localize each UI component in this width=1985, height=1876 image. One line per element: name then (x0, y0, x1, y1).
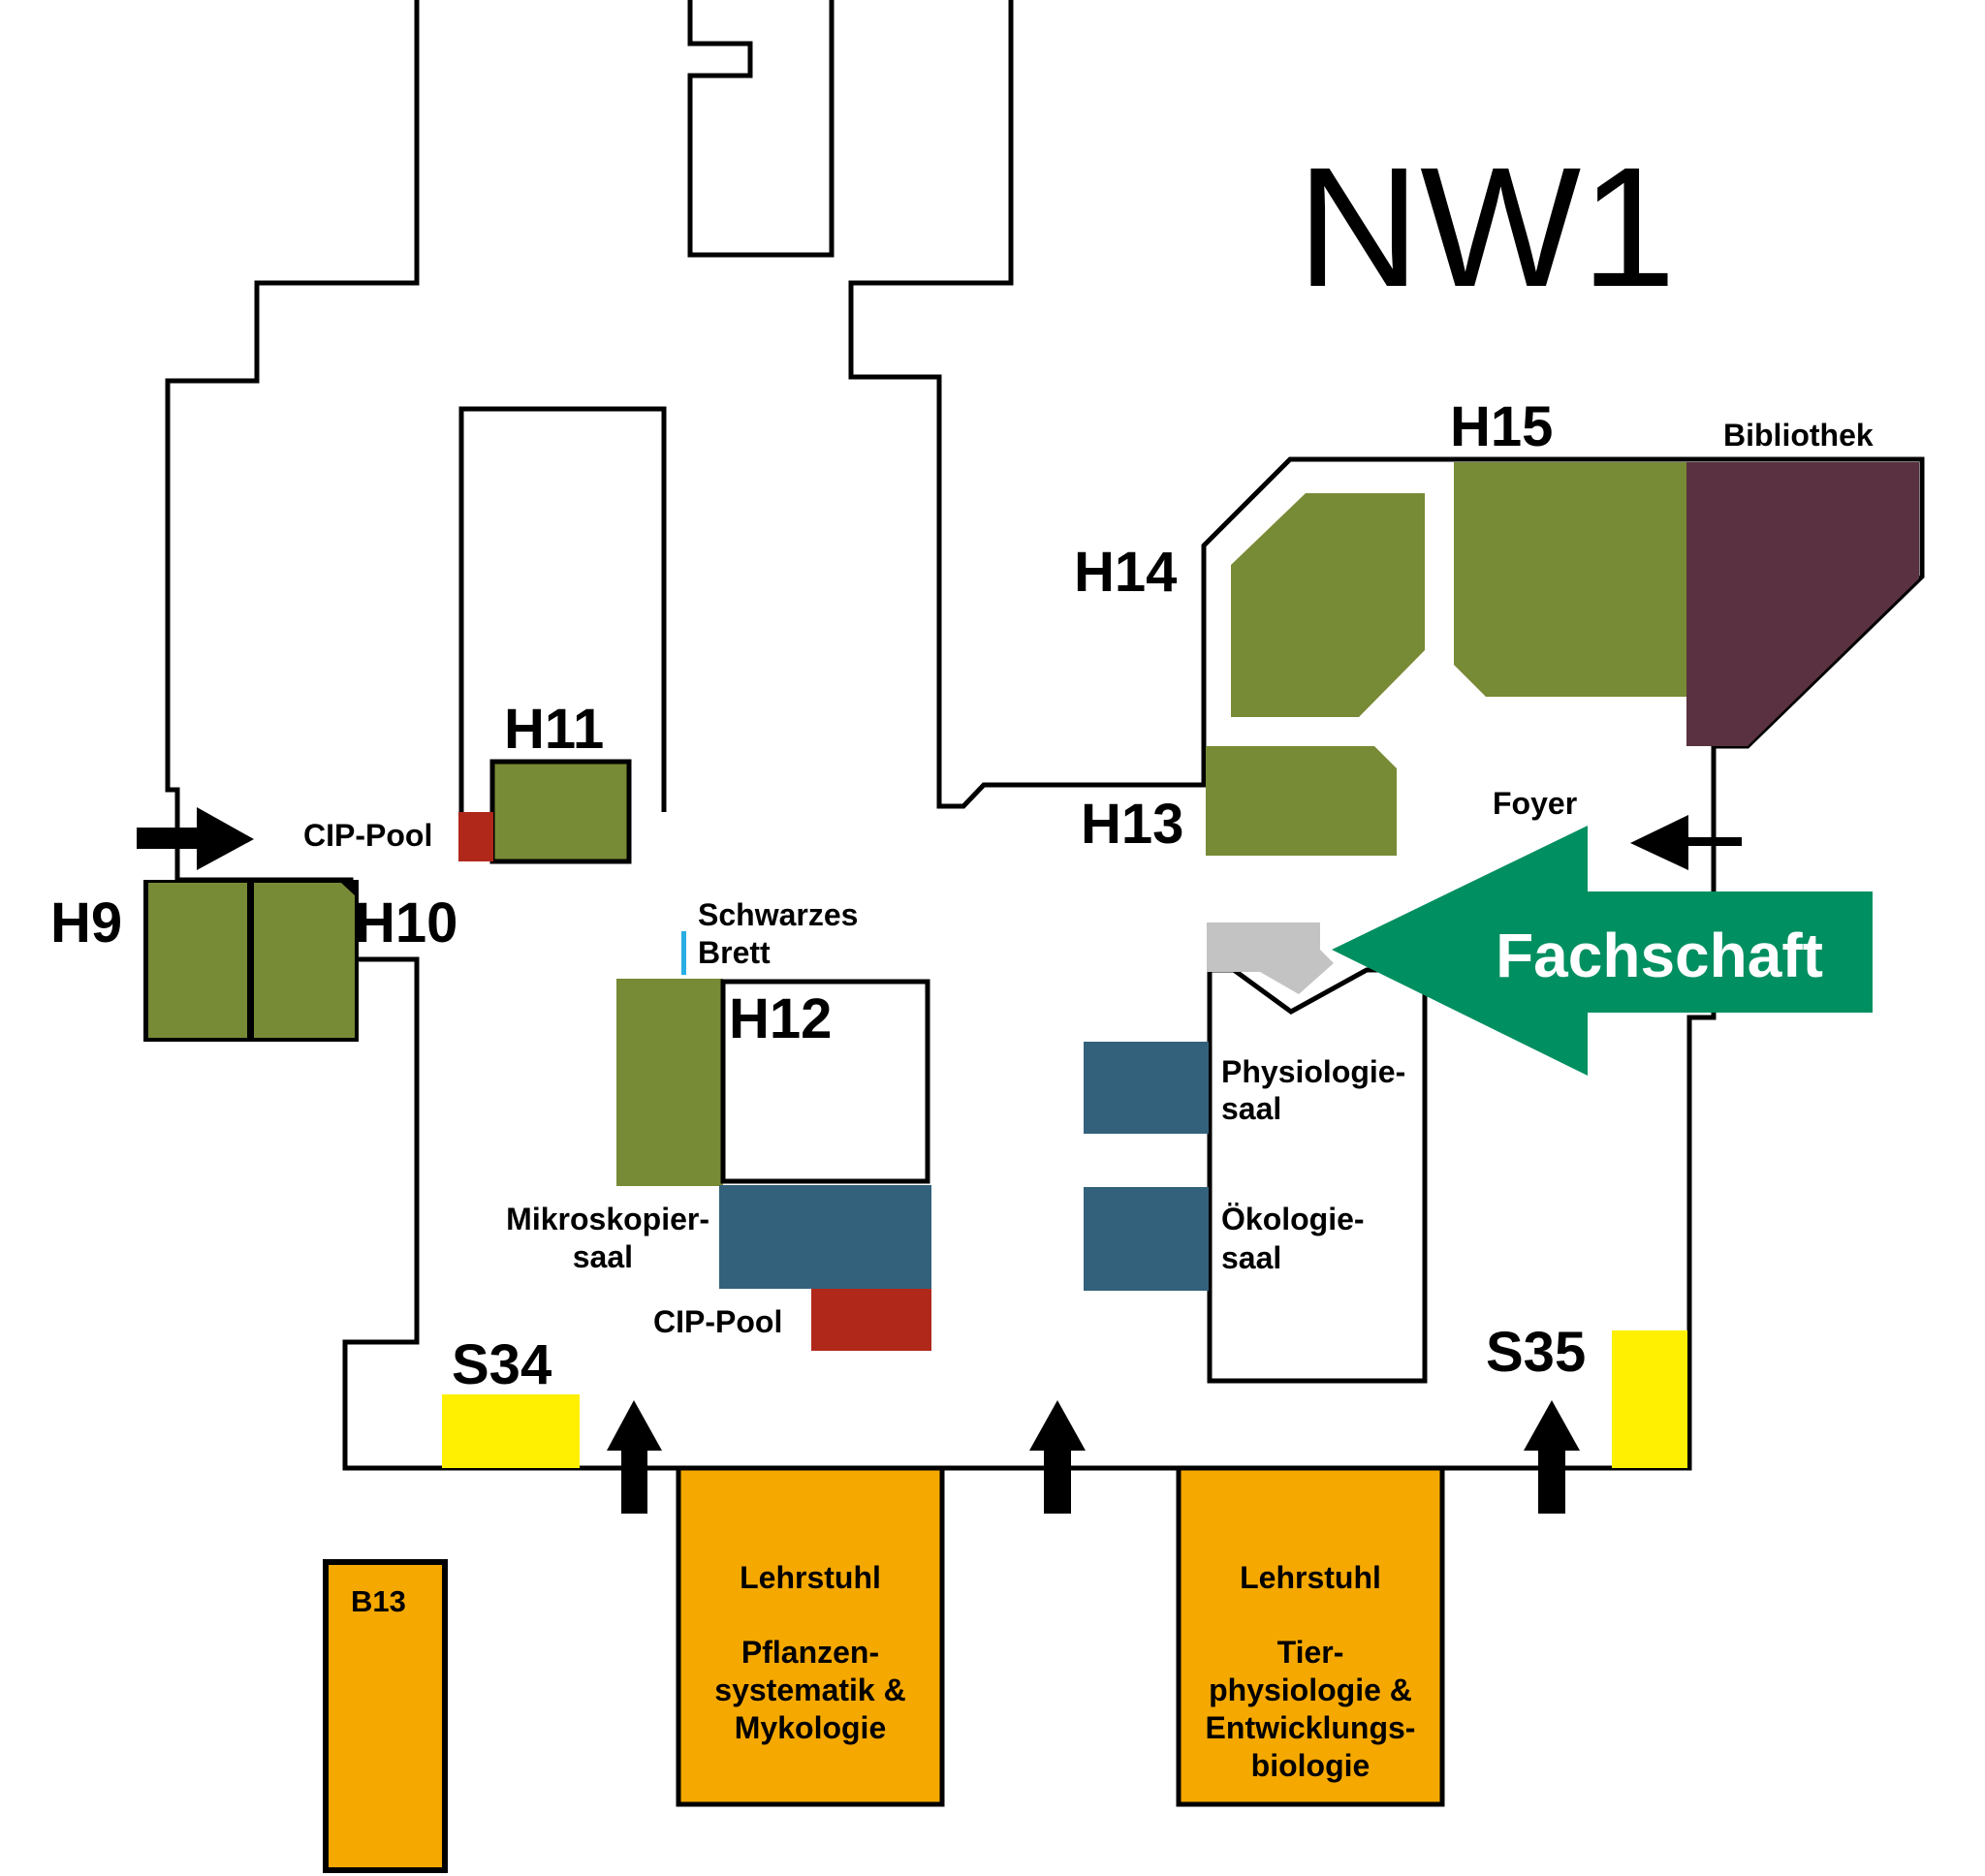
label-h10: H10 (355, 891, 457, 954)
label-cip-pool-top: CIP-Pool (303, 818, 432, 853)
label-h11: H11 (504, 698, 604, 761)
label-b13: B13 (351, 1584, 406, 1618)
chair-left-line-2: Pflanzen- (741, 1635, 879, 1670)
oekologiesaal[interactable] (1084, 1187, 1209, 1291)
entrance-arrow-icon (1524, 1400, 1580, 1514)
room-h11[interactable] (489, 759, 632, 864)
room-h9-h10[interactable] (143, 880, 359, 1042)
fachschaft-arrow[interactable] (1332, 826, 1873, 1076)
fachschaft-label[interactable]: Fachschaft (1496, 921, 1823, 990)
room-h13[interactable] (1206, 746, 1397, 856)
label-h13: H13 (1081, 793, 1183, 856)
chair-right-line-2: Tier- (1277, 1635, 1344, 1670)
entrance-arrow-icon (1630, 815, 1742, 870)
building-title: NW1 (1297, 133, 1676, 323)
seminar-s35[interactable] (1612, 1330, 1687, 1468)
label-bibliothek: Bibliothek (1723, 418, 1874, 453)
label-h15: H15 (1450, 395, 1553, 458)
h11-wing-wall (458, 406, 667, 812)
label-mikroskopiersaal-1: Mikroskopier- (506, 1202, 709, 1236)
label-h9: H9 (50, 891, 122, 954)
chair-left-line-1: Lehrstuhl (740, 1560, 881, 1595)
label-schwarzes-brett-1: Schwarzes (698, 897, 858, 932)
label-cip-pool-bottom: CIP-Pool (653, 1304, 782, 1339)
label-schwarzes-brett-2: Brett (698, 935, 771, 970)
cip-pool-top[interactable] (458, 812, 493, 861)
entrance-arrow-icon (607, 1400, 662, 1514)
chair-left-line-4: Mykologie (735, 1710, 886, 1745)
chair-right-line-3: physiologie & (1209, 1673, 1412, 1707)
entrance-arrow-icon (137, 807, 254, 870)
chair-right-line-5: biologie (1251, 1748, 1371, 1783)
chair-pflanzensystematik[interactable] (676, 1465, 945, 1807)
label-oekologiesaal-2: saal (1221, 1240, 1281, 1275)
info-desk (1207, 922, 1334, 994)
schwarzes-brett (681, 931, 686, 975)
label-h14: H14 (1074, 541, 1177, 604)
label-mikroskopiersaal-2: saal (573, 1239, 633, 1274)
label-physiologiesaal-2: saal (1221, 1091, 1281, 1126)
room-h14[interactable] (1231, 493, 1425, 717)
chair-tierphysiologie[interactable] (1176, 1465, 1445, 1807)
annex-wall (687, 0, 835, 258)
label-foyer: Foyer (1493, 786, 1577, 821)
physiologie-block (1207, 967, 1428, 1384)
label-s35: S35 (1486, 1321, 1586, 1384)
seminar-s34[interactable] (442, 1394, 580, 1468)
cip-pool-bottom[interactable] (811, 1289, 931, 1351)
room-h10[interactable] (254, 883, 355, 1038)
chair-right-line-4: Entwicklungs- (1206, 1710, 1416, 1745)
label-oekologiesaal-1: Ökologie- (1221, 1202, 1365, 1236)
building-b13[interactable] (323, 1559, 448, 1873)
bibliothek[interactable] (1686, 462, 1919, 746)
label-h12: H12 (729, 987, 832, 1050)
chair-right-line-1: Lehrstuhl (1240, 1560, 1381, 1595)
room-h12-annex[interactable] (616, 979, 723, 1186)
room-h9[interactable] (148, 883, 247, 1038)
label-s34: S34 (452, 1333, 551, 1396)
room-h15[interactable] (1454, 462, 1686, 697)
mikroskopiersaal[interactable] (719, 1185, 931, 1289)
chair-left-line-3: systematik & (714, 1673, 905, 1707)
label-physiologiesaal-1: Physiologie- (1221, 1054, 1405, 1089)
building-inner-wall (848, 0, 1925, 809)
entrance-arrow-icon (1029, 1400, 1086, 1514)
room-h12[interactable] (720, 979, 930, 1184)
entrance-arrows (137, 807, 1742, 1514)
physiologiesaal[interactable] (1084, 1042, 1209, 1134)
chair-right-text: Lehrstuhl Tier- physiologie & Entwicklun… (1206, 1560, 1416, 1783)
chair-left-text: Lehrstuhl Pflanzen- systematik & Mykolog… (714, 1560, 905, 1745)
